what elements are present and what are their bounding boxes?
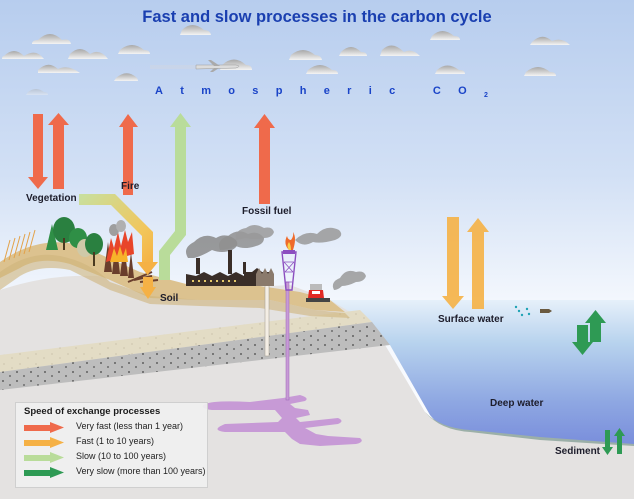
label-sediment: Sediment xyxy=(555,446,601,457)
airplane-icon xyxy=(150,60,240,72)
arrow-fire-to-atmosphere xyxy=(119,114,138,195)
legend-label: Very slow (more than 100 years) xyxy=(76,466,206,476)
legend: Speed of exchange processes Very fast (l… xyxy=(15,402,208,488)
arrow-atmosphere-to-vegetation xyxy=(28,114,48,189)
factory-illustration xyxy=(186,225,274,286)
legend-swatch-very-fast xyxy=(24,422,64,433)
arrow-fossil-fuel-to-atmosphere xyxy=(254,114,275,204)
legend-label: Very fast (less than 1 year) xyxy=(76,421,184,431)
diagram-title: Fast and slow processes in the carbon cy… xyxy=(142,8,492,26)
label-soil: Soil xyxy=(160,293,179,304)
atmosphere-label-text: Atmospheric CO xyxy=(155,85,484,97)
arrow-sediment-to-deep-water xyxy=(614,428,625,454)
legend-swatch-very-slow xyxy=(24,467,64,478)
arrow-soil-to-atmosphere xyxy=(159,113,191,280)
arrow-surface-water-to-atmosphere xyxy=(467,218,489,309)
oil-derrick-illustration xyxy=(281,227,342,291)
arrow-deep-to-surface-water xyxy=(585,310,606,342)
legend-swatch-slow xyxy=(24,452,64,463)
vegetation-illustration xyxy=(3,217,103,266)
atmospheric-co2-label: Atmospheric CO2 xyxy=(155,85,488,99)
arrow-atmosphere-to-surface-water xyxy=(442,217,464,309)
label-fire: Fire xyxy=(121,181,140,192)
label-vegetation: Vegetation xyxy=(26,193,77,204)
arrow-deep-water-to-sediment xyxy=(602,430,613,455)
ocean xyxy=(290,300,634,470)
label-fossil-fuel: Fossil fuel xyxy=(242,206,292,217)
forest-fire-illustration xyxy=(104,220,159,283)
co2-subscript: 2 xyxy=(484,92,488,99)
legend-label: Fast (1 to 10 years) xyxy=(76,436,155,446)
arrow-surface-to-deep-water xyxy=(572,325,593,355)
oil-reservoir xyxy=(202,395,362,446)
bubbles xyxy=(514,305,531,317)
oil-well-pipe xyxy=(285,281,290,401)
arrow-vegetation-to-soil xyxy=(79,194,158,299)
label-deep-water: Deep water xyxy=(490,398,544,409)
label-surface-water: Surface water xyxy=(438,314,504,325)
gas-well-pipe xyxy=(264,281,270,357)
truck-illustration xyxy=(306,270,366,302)
legend-title: Speed of exchange processes xyxy=(24,406,161,417)
legend-label: Slow (10 to 100 years) xyxy=(76,451,167,461)
legend-swatch-fast xyxy=(24,437,64,448)
fish-icon xyxy=(540,309,552,313)
soil-layer xyxy=(0,242,345,312)
arrow-vegetation-to-atmosphere xyxy=(48,113,69,189)
